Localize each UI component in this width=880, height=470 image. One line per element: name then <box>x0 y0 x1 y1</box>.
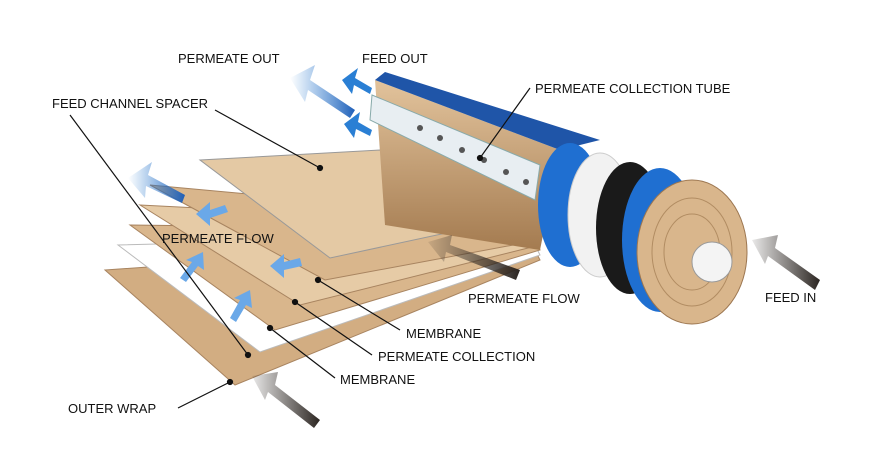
label-permeate-flow-left: PERMEATE FLOW <box>162 231 274 246</box>
permeate-out-arrow-icon <box>290 65 355 118</box>
permeate-flow-arrow-icon <box>270 254 302 278</box>
label-permeate-collection-tube: PERMEATE COLLECTION TUBE <box>535 81 731 96</box>
permeate-flow-arrow-icon <box>230 290 252 322</box>
label-membrane-top: MEMBRANE <box>406 326 481 341</box>
outer-shell-top <box>375 72 600 150</box>
label-feed-channel-spacer: FEED CHANNEL SPACER <box>52 96 208 111</box>
tube-holes <box>417 125 529 185</box>
label-feed-out: FEED OUT <box>362 51 428 66</box>
permeate-collection-tube <box>369 94 541 201</box>
feed-in-arrow-icon <box>252 372 320 428</box>
label-permeate-collection: PERMEATE COLLECTION <box>378 349 535 364</box>
label-membrane-bottom: MEMBRANE <box>340 372 415 387</box>
end-rings <box>651 197 733 307</box>
membrane-element <box>369 72 748 325</box>
permeate-out-arrow-icon <box>128 162 185 203</box>
label-feed-in: FEED IN <box>765 290 816 305</box>
permeate-flow-arrow-icon <box>196 202 228 226</box>
feed-in-arrow-icon <box>752 235 820 290</box>
permeate-flow-arrow-icon <box>180 252 204 282</box>
feed-out-arrow-icon <box>342 68 372 94</box>
flow-arrows <box>128 65 820 428</box>
label-outer-wrap: OUTER WRAP <box>68 401 156 416</box>
feed-out-arrow-icon <box>344 112 372 138</box>
leader-lines <box>69 87 531 409</box>
tube-end <box>691 241 733 283</box>
label-permeate-out: PERMEATE OUT <box>178 51 280 66</box>
permeate-flow-arrow-icon <box>428 235 520 280</box>
end-cap <box>636 179 748 325</box>
label-permeate-flow-center: PERMEATE FLOW <box>468 291 580 306</box>
